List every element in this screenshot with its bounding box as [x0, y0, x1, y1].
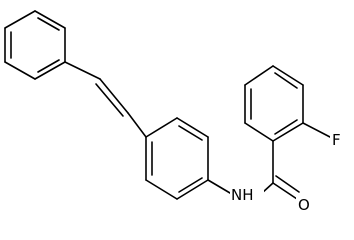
double-bond-inner — [274, 72, 298, 89]
double-bond-inner — [178, 177, 203, 193]
molecule-diagram: NH O F — [4, 10, 346, 214]
fluorine-label: F — [332, 131, 341, 149]
double-bond-inner — [178, 125, 203, 141]
atom-nh: NH — [230, 184, 264, 204]
bond — [176, 179, 209, 200]
bond — [34, 61, 66, 80]
bond — [145, 117, 178, 138]
carbonyl-bond — [272, 182, 298, 200]
bond — [4, 10, 36, 29]
bond — [272, 65, 304, 86]
label-background — [330, 129, 346, 149]
phenyl-ring — [4, 10, 66, 80]
atom-oxygen: O — [296, 194, 312, 214]
atom-fluorine: F — [330, 129, 346, 149]
vinyl-linker — [64, 61, 147, 138]
bond — [64, 61, 101, 80]
double-bond-inner — [95, 83, 124, 117]
bond — [272, 122, 304, 142]
double-bond-outer — [99, 78, 129, 114]
bond — [145, 179, 178, 200]
bond — [176, 117, 209, 138]
oxygen-label: O — [298, 196, 310, 214]
bond — [127, 112, 147, 138]
nh-label: NH — [231, 186, 254, 204]
bond — [34, 10, 66, 29]
label-background — [296, 194, 312, 214]
bond — [244, 122, 274, 142]
double-bond-inner — [37, 59, 60, 73]
bond — [4, 61, 36, 80]
amide-linkage — [207, 140, 300, 200]
carbonyl-bond-inner — [275, 175, 300, 193]
bond — [207, 179, 231, 194]
label-background — [230, 184, 264, 204]
phenylene-ring — [145, 117, 209, 200]
double-bond-inner — [37, 17, 60, 31]
bond — [302, 122, 331, 138]
fluorophenyl-ring — [244, 65, 331, 142]
molecule-svg: NH O F — [4, 10, 346, 214]
bond — [244, 65, 274, 86]
double-bond-inner — [274, 119, 298, 135]
